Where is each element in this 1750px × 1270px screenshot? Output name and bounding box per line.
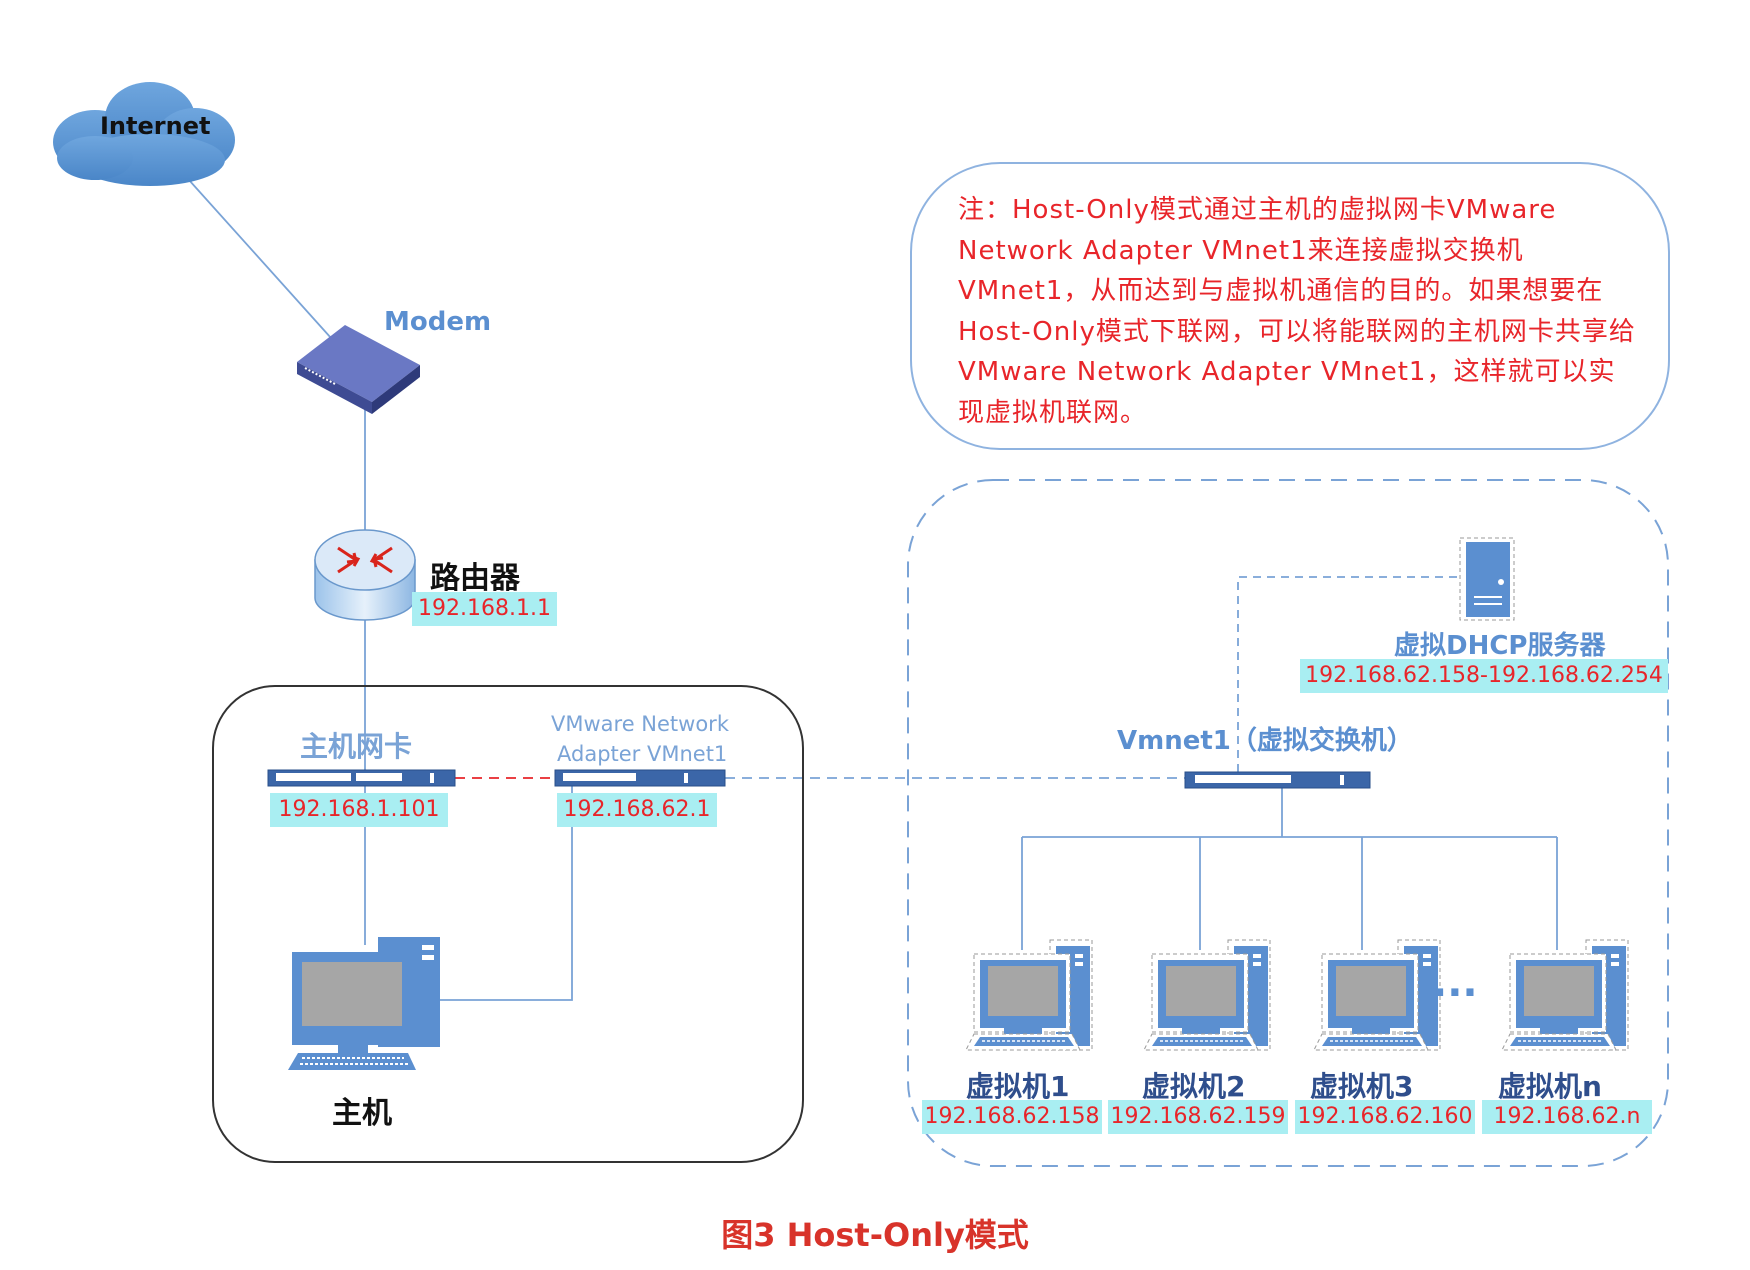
host-label: 主机: [332, 1096, 392, 1131]
vmn-ip: 192.168.62.n: [1482, 1100, 1652, 1134]
vmware-adapter-icon: [554, 769, 726, 787]
vmware-adapter-ip: 192.168.62.1: [557, 793, 717, 827]
modem-label: Modem: [384, 307, 492, 337]
vmn-computer-icon: [1501, 939, 1629, 1051]
virtual-network-boundary: [907, 479, 1669, 1167]
dhcp-label: 虚拟DHCP服务器: [1394, 631, 1606, 661]
host-adapter-link: [440, 785, 573, 1001]
vm2-label: 虚拟机2: [1142, 1070, 1246, 1103]
vm3-label: 虚拟机3: [1310, 1070, 1414, 1103]
vmware-adapter-label-line2: Adapter VMnet1: [557, 742, 728, 766]
vmware-adapter-label-line1: VMware Network: [551, 712, 729, 736]
router-icon: [314, 529, 416, 621]
host-boundary: [212, 685, 804, 1163]
internet-label: Internet: [100, 112, 211, 140]
vm1-ip: 192.168.62.158: [922, 1100, 1102, 1134]
host-computer-icon: [288, 937, 440, 1070]
vmn-label: 虚拟机n: [1498, 1070, 1602, 1103]
internet-modem-link: [179, 169, 341, 349]
vm3-ip: 192.168.62.160: [1295, 1100, 1475, 1134]
vm2-computer-icon: [1143, 939, 1271, 1051]
modem-icon: [297, 325, 420, 414]
router-label: 路由器: [430, 561, 520, 596]
host-nic-label: 主机网卡: [300, 730, 413, 763]
dhcp-range: 192.168.62.158-192.168.62.254: [1300, 659, 1668, 693]
cloud-icon: [53, 82, 235, 186]
server-icon: [1459, 537, 1515, 621]
vmnet1-dhcp-link: [1237, 576, 1460, 772]
vmnet1-switch-icon: [1184, 771, 1371, 789]
note-bubble: [910, 162, 1670, 450]
host-nic-icon: [267, 769, 456, 787]
vmnet1-label: Vmnet1（虚拟交换机）: [1117, 726, 1413, 756]
figure-caption: 图3 Host-Only模式: [721, 1216, 1029, 1254]
vm1-computer-icon: [965, 939, 1093, 1051]
host-nic-ip: 192.168.1.101: [270, 793, 448, 827]
router-ip: 192.168.1.1: [412, 592, 557, 626]
vm3-computer-icon: [1313, 939, 1441, 1051]
note-text: 注：Host-Only模式通过主机的虚拟网卡VMware Network Ada…: [958, 195, 1636, 428]
vm2-ip: 192.168.62.159: [1108, 1100, 1288, 1134]
vm1-label: 虚拟机1: [966, 1070, 1070, 1103]
vm-ellipsis: ···: [1432, 970, 1478, 1016]
